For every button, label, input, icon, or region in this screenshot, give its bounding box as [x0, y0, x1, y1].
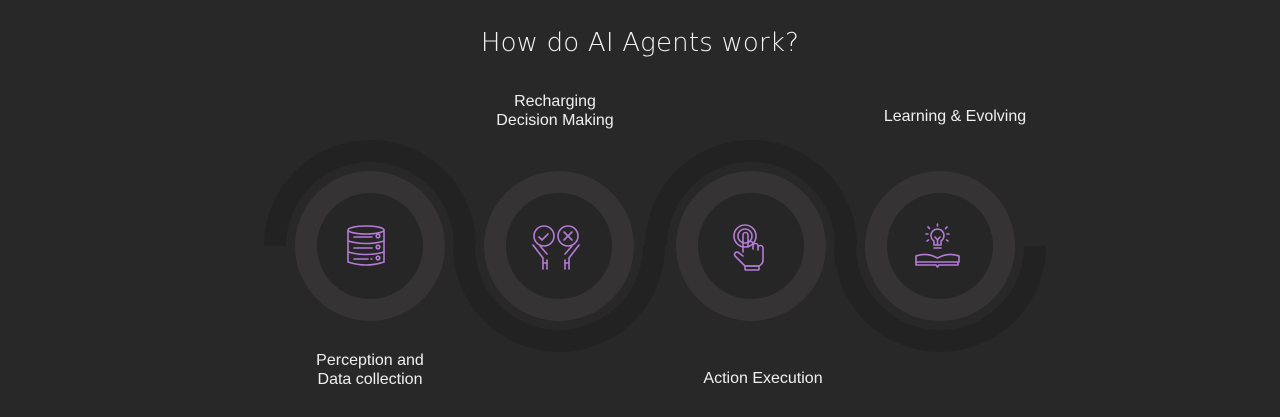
step-label-action: Action Execution	[683, 369, 843, 388]
label-line-1: Action Execution	[703, 370, 823, 387]
step-label-perception: Perception and Data collection	[300, 351, 440, 389]
page-title: How do AI Agents work?	[480, 28, 800, 58]
label-line-1: Perception and	[316, 352, 424, 369]
label-line-1: Recharging	[514, 93, 596, 110]
arc-step-3	[645, 140, 857, 247]
arc-step-4	[834, 245, 1046, 352]
label-line-1: Learning & Evolving	[883, 108, 1027, 125]
connector-arcs	[264, 140, 1046, 352]
arc-step-1	[264, 140, 476, 247]
step-label-learning: Learning & Evolving	[870, 107, 1040, 126]
step-action	[676, 171, 826, 321]
step-perception	[295, 171, 445, 321]
step-learning	[865, 171, 1015, 321]
step-decision	[484, 171, 634, 321]
label-line-2: Data collection	[317, 371, 423, 388]
hands-check-cross-icon	[532, 225, 580, 270]
database-icon	[347, 225, 385, 266]
hand-tap-icon	[733, 224, 764, 271]
step-label-decision: Recharging Decision Making	[485, 92, 625, 130]
lightbulb-book-icon	[915, 223, 960, 268]
label-line-2: Decision Making	[496, 112, 614, 129]
arc-step-2	[453, 245, 665, 352]
